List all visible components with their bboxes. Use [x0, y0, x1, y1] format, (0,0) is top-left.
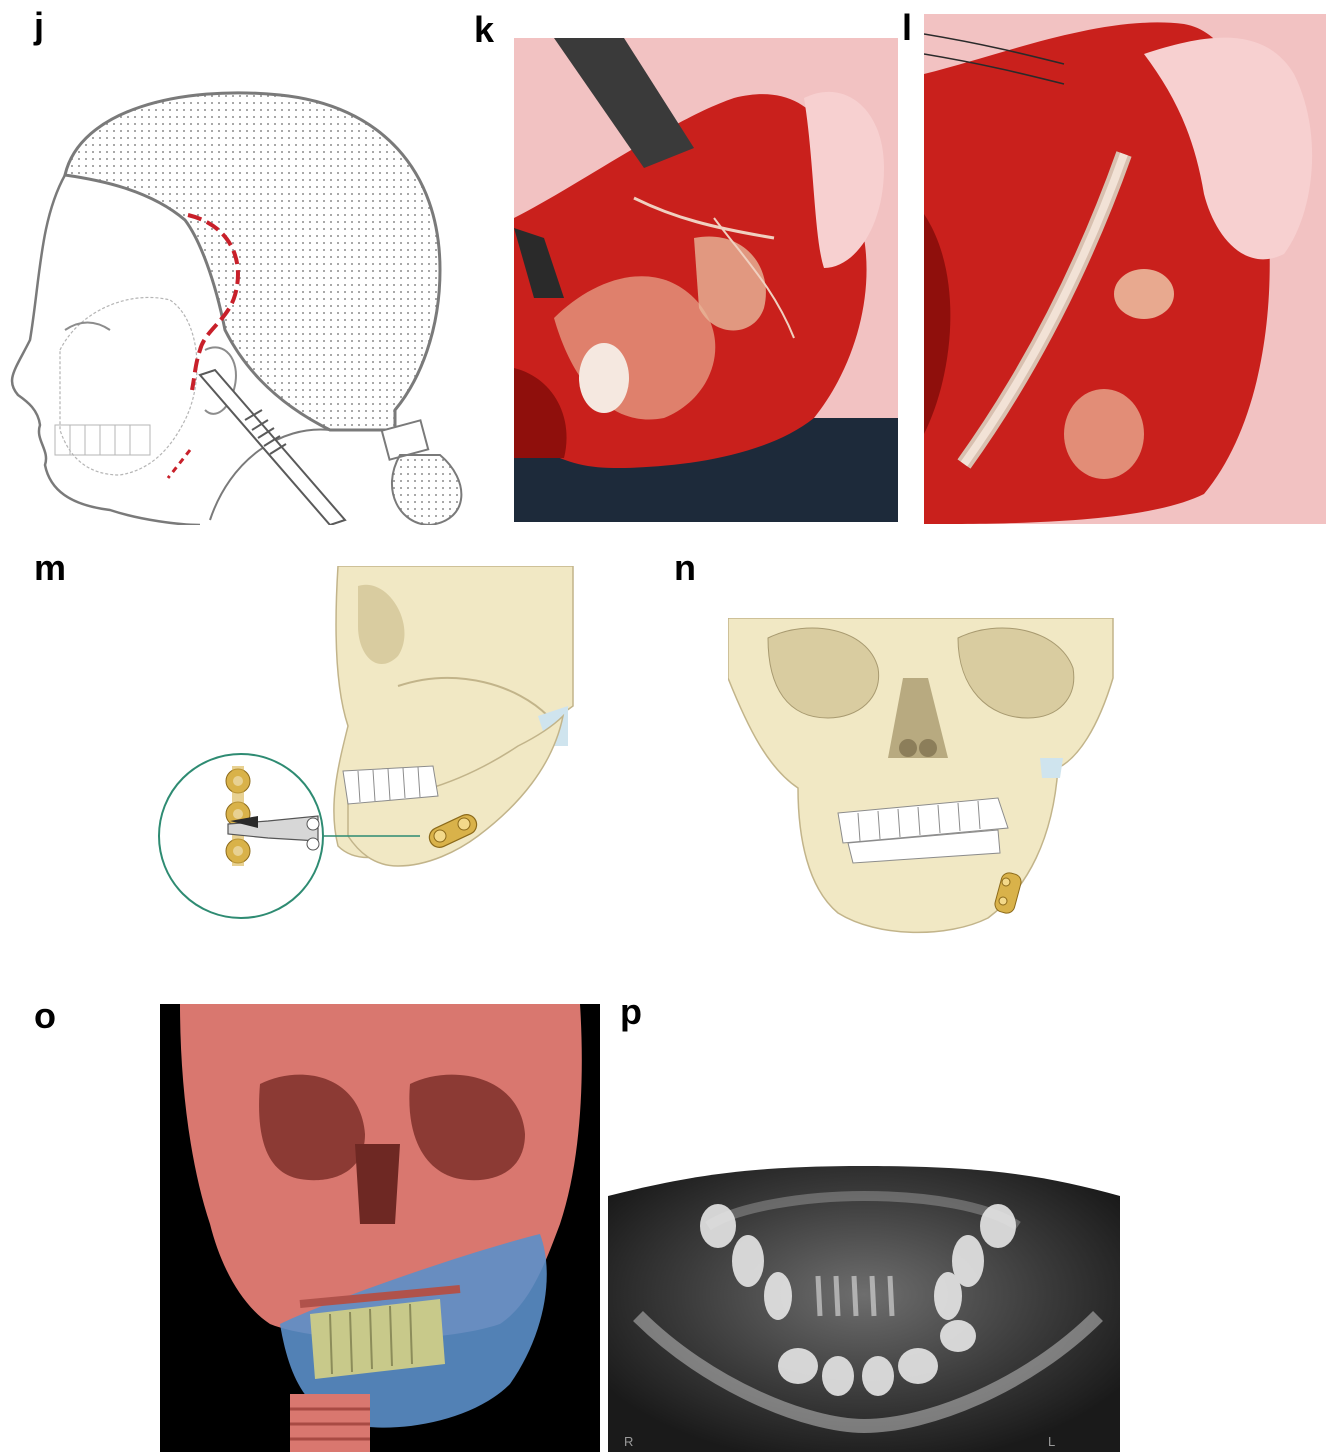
fixation-plate-icon — [428, 814, 478, 848]
fixation-plate-icon — [994, 872, 1022, 914]
panel-k-surgical-photo — [514, 38, 898, 522]
panel-m-lateral-skull-illustration — [158, 566, 578, 922]
panel-label-j: j — [34, 5, 45, 46]
panel-l-surgical-photo — [924, 14, 1326, 524]
panel-p-panoramic-xray: R L — [608, 1166, 1120, 1452]
panel-label-n: n — [674, 547, 696, 588]
panel-label-k: k — [474, 9, 495, 50]
panel-label-p: p — [620, 991, 642, 1032]
panel-o-3d-skull-reconstruction — [160, 1004, 600, 1452]
panel-label-l: l — [902, 7, 913, 48]
panel-label-o: o — [34, 995, 56, 1036]
panel-n-frontal-skull-illustration — [728, 618, 1114, 934]
xray-left-marker: L — [1048, 1434, 1055, 1449]
xray-right-marker: R — [624, 1434, 633, 1449]
panel-label-m: m — [34, 547, 67, 588]
panel-j-head-illustration — [0, 80, 490, 525]
